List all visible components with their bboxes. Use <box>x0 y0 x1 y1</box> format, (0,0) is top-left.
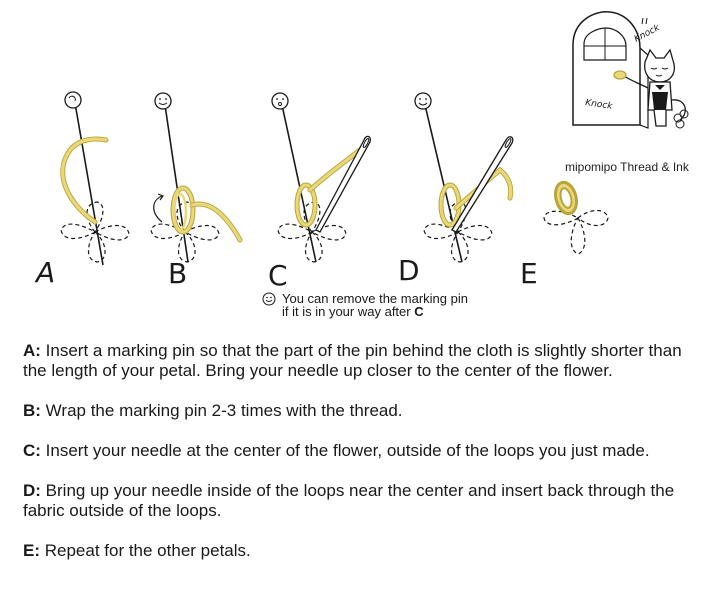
panel-b <box>150 92 243 263</box>
marking-pin <box>281 104 317 263</box>
panel-letter-a: A <box>34 256 55 289</box>
panel-d <box>414 92 514 263</box>
wrap-arrow-icon <box>153 195 163 223</box>
panel-e <box>543 180 609 255</box>
step-d: D: Bring up your needle inside of the lo… <box>23 481 675 520</box>
note-line-1: You can remove the marking pin <box>282 291 468 306</box>
step-b: B: Wrap the marking pin 2-3 times with t… <box>23 401 403 420</box>
panel-letter-b: B <box>168 257 187 290</box>
marking-pin <box>424 104 463 263</box>
pin-head-icon <box>271 92 289 110</box>
instruction-list: A: Insert a marking pin so that the part… <box>23 341 693 581</box>
panel-c <box>271 92 372 263</box>
panel-letter-d: D <box>398 254 420 287</box>
pin-head-icon <box>64 91 82 109</box>
panel-letter-e: E <box>520 257 538 290</box>
panel-letter-c: C <box>268 259 288 292</box>
cat-icon <box>613 48 689 129</box>
step-a: A: Insert a marking pin so that the part… <box>23 341 682 380</box>
smiley-icon <box>262 292 276 306</box>
marking-pin <box>164 104 189 263</box>
pin-head-icon <box>154 92 172 110</box>
embroidery-diagram: A B C D E Knock Knock <box>34 11 689 292</box>
knock-top-label: Knock <box>633 23 662 45</box>
needle <box>315 135 372 233</box>
cat-door-illustration: Knock Knock <box>572 11 689 129</box>
knock-side-label: Knock <box>585 98 614 112</box>
brand-caption: mipomipo Thread & Ink <box>565 160 689 174</box>
marking-pin <box>74 102 104 266</box>
door <box>572 11 641 126</box>
pin-head-icon <box>414 92 432 110</box>
note-line-2: if it is in your way after C <box>282 304 424 319</box>
step-e: E: Repeat for the other petals. <box>23 541 251 560</box>
step-c: C: Insert your needle at the center of t… <box>23 441 650 460</box>
panel-a <box>60 91 130 266</box>
needle <box>451 136 514 233</box>
